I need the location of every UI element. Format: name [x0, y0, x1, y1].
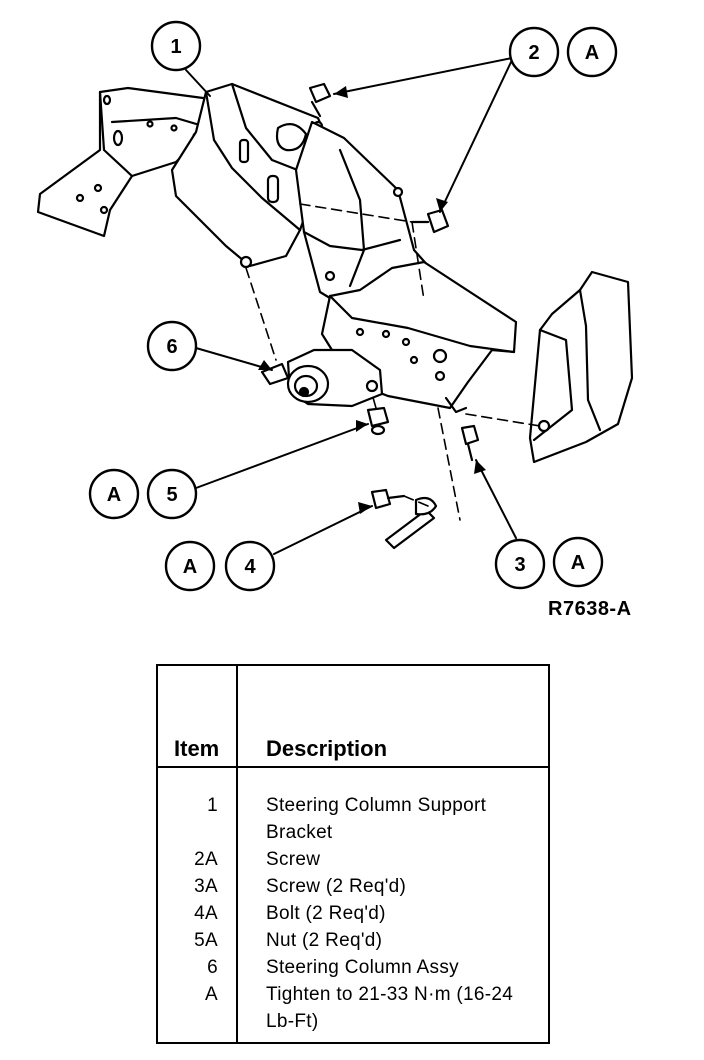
parts-legend-table: Item Description 1 Steering Column Suppor…: [156, 664, 550, 1044]
legend-row: 6 Steering Column Assy: [158, 954, 548, 981]
legend-item-description: Tighten to 21-33 N·m (16-24 Lb-Ft): [266, 984, 514, 1032]
svg-text:4: 4: [244, 556, 256, 578]
exploded-parts-diagram: 1 2 A 6 A 5 A 4: [36, 20, 634, 592]
screw-2a-right: [410, 208, 450, 234]
svg-text:6: 6: [166, 336, 177, 358]
screw-2a-upper: [308, 82, 332, 118]
lower-shaft: [384, 496, 438, 550]
callout-6: 6: [146, 320, 198, 372]
steering-column-assy: [260, 348, 384, 408]
arrowheads: [258, 86, 486, 514]
legend-row: 3A Screw (2 Req'd): [158, 873, 548, 900]
callout-4: 4: [224, 540, 276, 592]
svg-text:2: 2: [528, 42, 539, 64]
legend-item-number: 4A: [194, 903, 218, 924]
callout-3-torque-a: A: [552, 536, 604, 588]
legend-item-number: 3A: [194, 876, 218, 897]
legend-item-number: 6: [207, 957, 218, 978]
legend-item-description: Bolt (2 Req'd): [266, 903, 386, 924]
steering-column-support-bracket: [170, 82, 332, 269]
column-divider: [236, 666, 238, 1042]
right-side-panel: [528, 270, 634, 464]
callout-5: 5: [146, 468, 198, 520]
figure-code: R7638-A: [548, 598, 632, 620]
svg-text:1: 1: [170, 36, 181, 58]
svg-text:A: A: [571, 552, 585, 574]
legend-item-description: Screw: [266, 849, 321, 870]
legend-item-number: 5A: [194, 930, 218, 951]
left-mounting-bracket: [36, 86, 220, 238]
legend-rows: 1 Steering Column Support Bracket 2A Screw 3…: [158, 792, 548, 1035]
bolt-4a: [370, 488, 406, 510]
svg-text:3: 3: [514, 554, 525, 576]
callout-3: 3: [494, 538, 546, 590]
legend-row: 2A Screw: [158, 846, 548, 873]
legend-item-description: Steering Column Assy: [266, 957, 459, 978]
legend-item-number: A: [205, 984, 218, 1005]
legend-row: 4A Bolt (2 Req'd): [158, 900, 548, 927]
legend-item-description: Nut (2 Req'd): [266, 930, 383, 951]
nut-5a: [366, 406, 390, 436]
svg-text:A: A: [107, 484, 121, 506]
header-rule: [158, 766, 548, 768]
legend-row: 1 Steering Column Support Bracket: [158, 792, 548, 846]
callout-2: 2: [508, 26, 560, 78]
callout-4-torque-a: A: [164, 540, 216, 592]
header-description: Description: [266, 736, 388, 761]
legend-item-number: 1: [207, 795, 218, 816]
screw-3a: [460, 424, 480, 462]
leader-lines: [185, 57, 517, 555]
callout-2-torque-a: A: [566, 26, 618, 78]
legend-item-description: Steering Column Support Bracket: [266, 795, 487, 843]
legend-item-number: 2A: [194, 849, 218, 870]
svg-text:A: A: [183, 556, 197, 578]
callout-1: 1: [150, 20, 202, 72]
legend-row: A Tighten to 21-33 N·m (16-24 Lb-Ft): [158, 981, 548, 1035]
svg-text:A: A: [585, 42, 599, 64]
svg-text:5: 5: [166, 484, 177, 506]
alignment-lines: [245, 203, 541, 521]
legend-item-description: Screw (2 Req'd): [266, 876, 407, 897]
callout-5-torque-a: A: [88, 468, 140, 520]
header-item: Item: [174, 736, 220, 761]
legend-row: 5A Nut (2 Req'd): [158, 927, 548, 954]
